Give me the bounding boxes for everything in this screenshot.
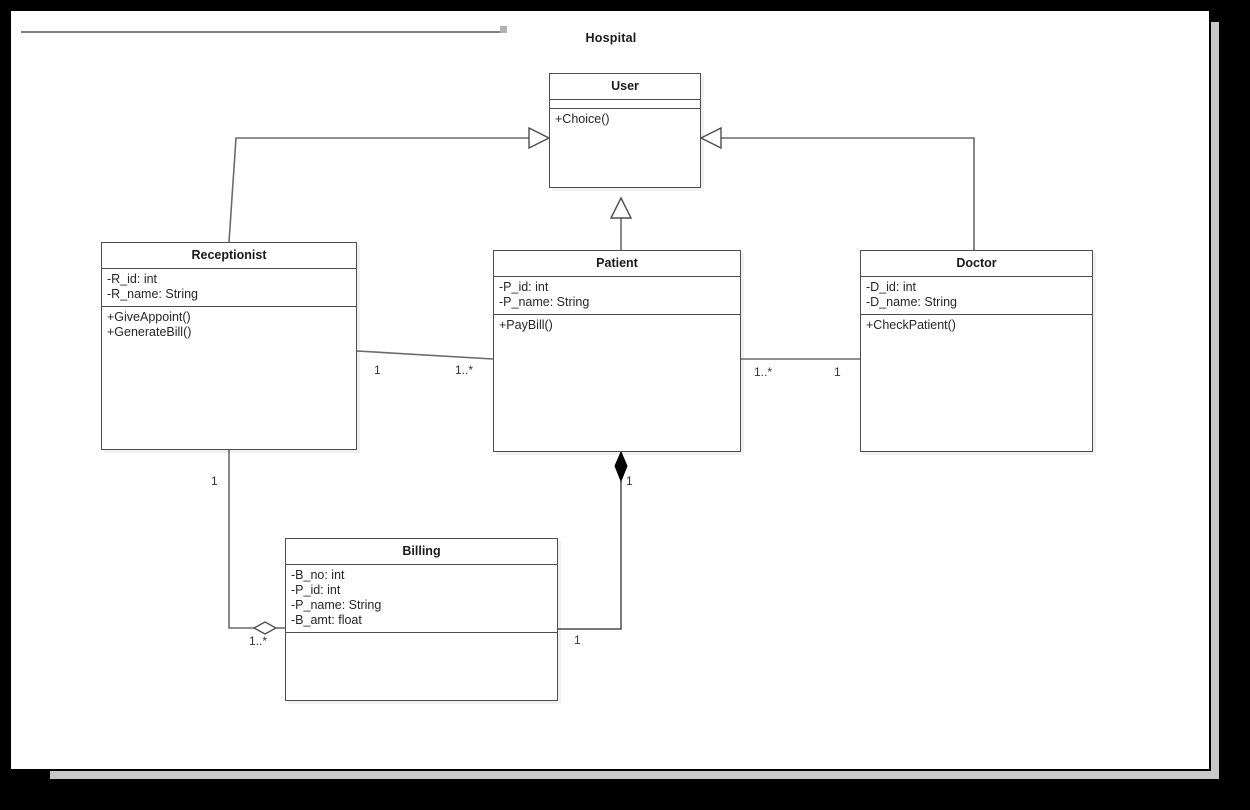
uml-operation: +CheckPatient() [866,318,956,332]
uml-attribute: -R_id: int [107,272,158,286]
uml-attributes-compartment: -R_id: int -R_name: String [102,269,356,307]
uml-class-name: Receptionist [102,243,356,269]
window-drop-shadow-right [1211,22,1219,778]
multiplicity-label: 1 [834,365,841,379]
uml-operations-compartment: +CheckPatient() [861,315,1092,337]
window-drop-shadow-bottom [50,771,1219,779]
application-window: Hospital [10,10,1210,770]
multiplicity-label: 1 [574,633,581,647]
uml-attributes-compartment [550,100,700,109]
multiplicity-label: 1..* [249,634,268,648]
uml-class-name: Patient [494,251,740,277]
connector-receptionist-user[interactable] [228,126,551,243]
uml-attribute: -B_no: int [291,568,345,582]
uml-attribute: -D_name: String [866,295,958,309]
diagram-canvas[interactable]: User +Choice() Receptionist -R_id: int -… [11,11,1211,769]
uml-attribute: -D_id: int [866,280,917,294]
uml-operations-compartment: +Choice() [550,109,700,131]
uml-attribute: -P_id: int [499,280,549,294]
uml-attributes-compartment: -P_id: int -P_name: String [494,277,740,315]
uml-class-billing[interactable]: Billing -B_no: int -P_id: int -P_name: S… [285,538,558,701]
uml-attribute: -P_name: String [291,598,382,612]
multiplicity-label: 1..* [754,365,773,379]
uml-operation: +GiveAppoint() [107,310,191,324]
connector-patient-billing[interactable] [558,450,628,630]
multiplicity-label: 1 [374,363,381,377]
uml-class-receptionist[interactable]: Receptionist -R_id: int -R_name: String … [101,242,357,450]
uml-attributes-compartment: -D_id: int -D_name: String [861,277,1092,315]
page-title: Hospital [585,31,637,45]
uml-operation: +PayBill() [499,318,553,332]
hollow-diamond-arrowhead [252,621,278,635]
multiplicity-label: 1..* [455,363,474,377]
uml-operations-compartment [286,633,557,640]
multiplicity-label: 1 [211,474,218,488]
hollow-triangle-arrowhead [699,126,722,150]
uml-attribute: -B_amt: float [291,613,362,627]
uml-operation: +Choice() [555,112,610,126]
hollow-triangle-arrowhead [609,196,633,219]
horizontal-scrollbar-thumb[interactable] [500,26,507,33]
uml-class-user[interactable]: User +Choice() [549,73,701,188]
uml-class-patient[interactable]: Patient -P_id: int -P_name: String +PayB… [493,250,741,452]
uml-operations-compartment: +PayBill() [494,315,740,337]
uml-class-name: User [550,74,700,100]
multiplicity-label: 1 [626,474,633,488]
uml-class-name: Doctor [861,251,1092,277]
uml-operations-compartment: +GiveAppoint() +GenerateBill() [102,307,356,344]
uml-class-doctor[interactable]: Doctor -D_id: int -D_name: String +Check… [860,250,1093,452]
uml-attribute: -R_name: String [107,287,199,301]
uml-attribute: -P_id: int [291,583,341,597]
connector-receptionist-billing[interactable] [228,450,285,635]
hollow-triangle-arrowhead [528,126,551,150]
uml-class-name: Billing [286,539,557,565]
uml-operation: +GenerateBill() [107,325,192,339]
uml-attributes-compartment: -B_no: int -P_id: int -P_name: String -B… [286,565,557,633]
horizontal-scrollbar[interactable] [21,21,506,33]
connector-receptionist-patient[interactable] [356,350,494,360]
uml-attribute: -P_name: String [499,295,590,309]
connector-patient-user[interactable] [609,196,633,250]
connector-doctor-user[interactable] [699,126,975,250]
